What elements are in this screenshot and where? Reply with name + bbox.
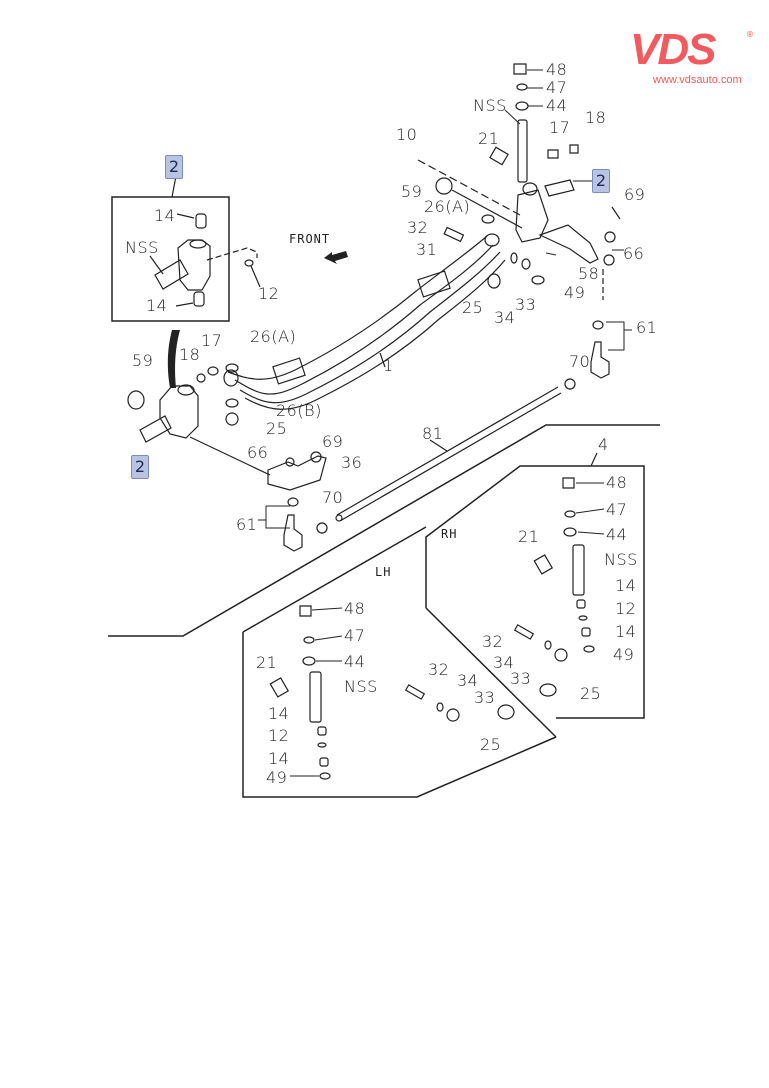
front-arrow-icon bbox=[324, 251, 348, 264]
callout-14[interactable]: 14 bbox=[615, 622, 637, 641]
rh-section-label: RH bbox=[441, 527, 458, 541]
callout-25[interactable]: 25 bbox=[580, 684, 602, 703]
callout-25[interactable]: 25 bbox=[266, 419, 288, 438]
front-direction-label: FRONT bbox=[289, 232, 331, 246]
lh-knuckle-drawing bbox=[128, 364, 327, 551]
callout-69[interactable]: 69 bbox=[624, 185, 646, 204]
callout-47[interactable]: 47 bbox=[546, 78, 568, 97]
callout-48[interactable]: 48 bbox=[546, 60, 568, 79]
callout-badge-2-inset[interactable]: 2 bbox=[165, 155, 183, 179]
callout-70[interactable]: 70 bbox=[322, 488, 344, 507]
callout-44[interactable]: 44 bbox=[546, 96, 568, 115]
callout-12[interactable]: 12 bbox=[615, 599, 637, 618]
callout-badge-2-lh-knuckle[interactable]: 2 bbox=[131, 455, 149, 479]
callout-32[interactable]: 32 bbox=[428, 660, 450, 679]
callout-badge-2-rh-knuckle[interactable]: 2 bbox=[592, 169, 610, 193]
rh-knuckle-drawing bbox=[418, 64, 620, 389]
logo-text: VDS bbox=[630, 25, 716, 74]
callout-nss[interactable]: NSS bbox=[344, 677, 378, 696]
callout-47[interactable]: 47 bbox=[344, 626, 366, 645]
callout-34[interactable]: 34 bbox=[494, 308, 516, 327]
callout-48[interactable]: 48 bbox=[606, 473, 628, 492]
callout-31[interactable]: 31 bbox=[416, 240, 438, 259]
callout-17[interactable]: 17 bbox=[201, 331, 223, 350]
callout-33[interactable]: 33 bbox=[515, 295, 537, 314]
callout-4[interactable]: 4 bbox=[598, 435, 609, 454]
callout-59[interactable]: 59 bbox=[401, 182, 423, 201]
inset-knuckle-drawing bbox=[150, 214, 260, 306]
callout-34[interactable]: 34 bbox=[493, 653, 515, 672]
callout-26a[interactable]: 26(A) bbox=[250, 327, 297, 346]
callout-18[interactable]: 18 bbox=[585, 108, 607, 127]
callout-21[interactable]: 21 bbox=[478, 129, 500, 148]
callout-14[interactable]: 14 bbox=[268, 749, 290, 768]
rh-kit-parts-drawing bbox=[515, 478, 594, 696]
callout-59[interactable]: 59 bbox=[132, 351, 154, 370]
callout-49[interactable]: 49 bbox=[613, 645, 635, 664]
callout-44[interactable]: 44 bbox=[606, 525, 628, 544]
callout-32[interactable]: 32 bbox=[482, 632, 504, 651]
lh-kit-parts-drawing bbox=[270, 606, 514, 779]
callout-36[interactable]: 36 bbox=[341, 453, 363, 472]
callout-21[interactable]: 21 bbox=[256, 653, 278, 672]
callout-44[interactable]: 44 bbox=[344, 652, 366, 671]
callout-49[interactable]: 49 bbox=[564, 283, 586, 302]
callout-18[interactable]: 18 bbox=[179, 345, 201, 364]
callout-26a[interactable]: 26(A) bbox=[424, 197, 471, 216]
callout-70[interactable]: 70 bbox=[569, 352, 591, 371]
callout-1[interactable]: 1 bbox=[383, 356, 394, 375]
callout-25[interactable]: 25 bbox=[462, 298, 484, 317]
callout-14[interactable]: 14 bbox=[146, 296, 168, 315]
callout-nss[interactable]: NSS bbox=[125, 238, 159, 257]
inset-frame bbox=[112, 197, 229, 321]
registered-mark: ® bbox=[746, 30, 754, 39]
callout-81[interactable]: 81 bbox=[422, 424, 444, 443]
callout-14[interactable]: 14 bbox=[268, 704, 290, 723]
callout-61[interactable]: 61 bbox=[236, 515, 258, 534]
callout-nss[interactable]: NSS bbox=[604, 550, 638, 569]
leader-lines bbox=[258, 70, 632, 776]
lh-section-label: LH bbox=[375, 565, 392, 579]
tie-rod-drawing bbox=[336, 387, 561, 521]
callout-47[interactable]: 47 bbox=[606, 500, 628, 519]
callout-nss[interactable]: NSS bbox=[473, 96, 507, 115]
callout-12[interactable]: 12 bbox=[258, 284, 280, 303]
logo-url: www.vdsauto.com bbox=[653, 74, 742, 86]
axle-beam-drawing bbox=[224, 234, 505, 409]
callout-48[interactable]: 48 bbox=[344, 599, 366, 618]
lh-kit-frame bbox=[243, 632, 556, 797]
callout-61[interactable]: 61 bbox=[636, 318, 658, 337]
callout-25[interactable]: 25 bbox=[480, 735, 502, 754]
callout-32[interactable]: 32 bbox=[407, 218, 429, 237]
rh-kit-frame bbox=[426, 466, 644, 718]
callout-14[interactable]: 14 bbox=[154, 206, 176, 225]
callout-66[interactable]: 66 bbox=[623, 244, 645, 263]
callout-66[interactable]: 66 bbox=[247, 443, 269, 462]
callout-69[interactable]: 69 bbox=[322, 432, 344, 451]
callout-33[interactable]: 33 bbox=[474, 688, 496, 707]
callout-10[interactable]: 10 bbox=[396, 125, 418, 144]
callout-33[interactable]: 33 bbox=[510, 669, 532, 688]
callout-12[interactable]: 12 bbox=[268, 726, 290, 745]
callout-49[interactable]: 49 bbox=[266, 768, 288, 787]
vds-logo: VDS bbox=[630, 25, 716, 74]
callout-17[interactable]: 17 bbox=[549, 118, 571, 137]
lh-section-divider bbox=[108, 425, 660, 636]
inset-pointer bbox=[167, 330, 180, 388]
callout-14[interactable]: 14 bbox=[615, 576, 637, 595]
callout-26b[interactable]: 26(B) bbox=[276, 401, 322, 420]
callout-58[interactable]: 58 bbox=[578, 264, 600, 283]
callout-34[interactable]: 34 bbox=[457, 671, 479, 690]
callout-21[interactable]: 21 bbox=[518, 527, 540, 546]
